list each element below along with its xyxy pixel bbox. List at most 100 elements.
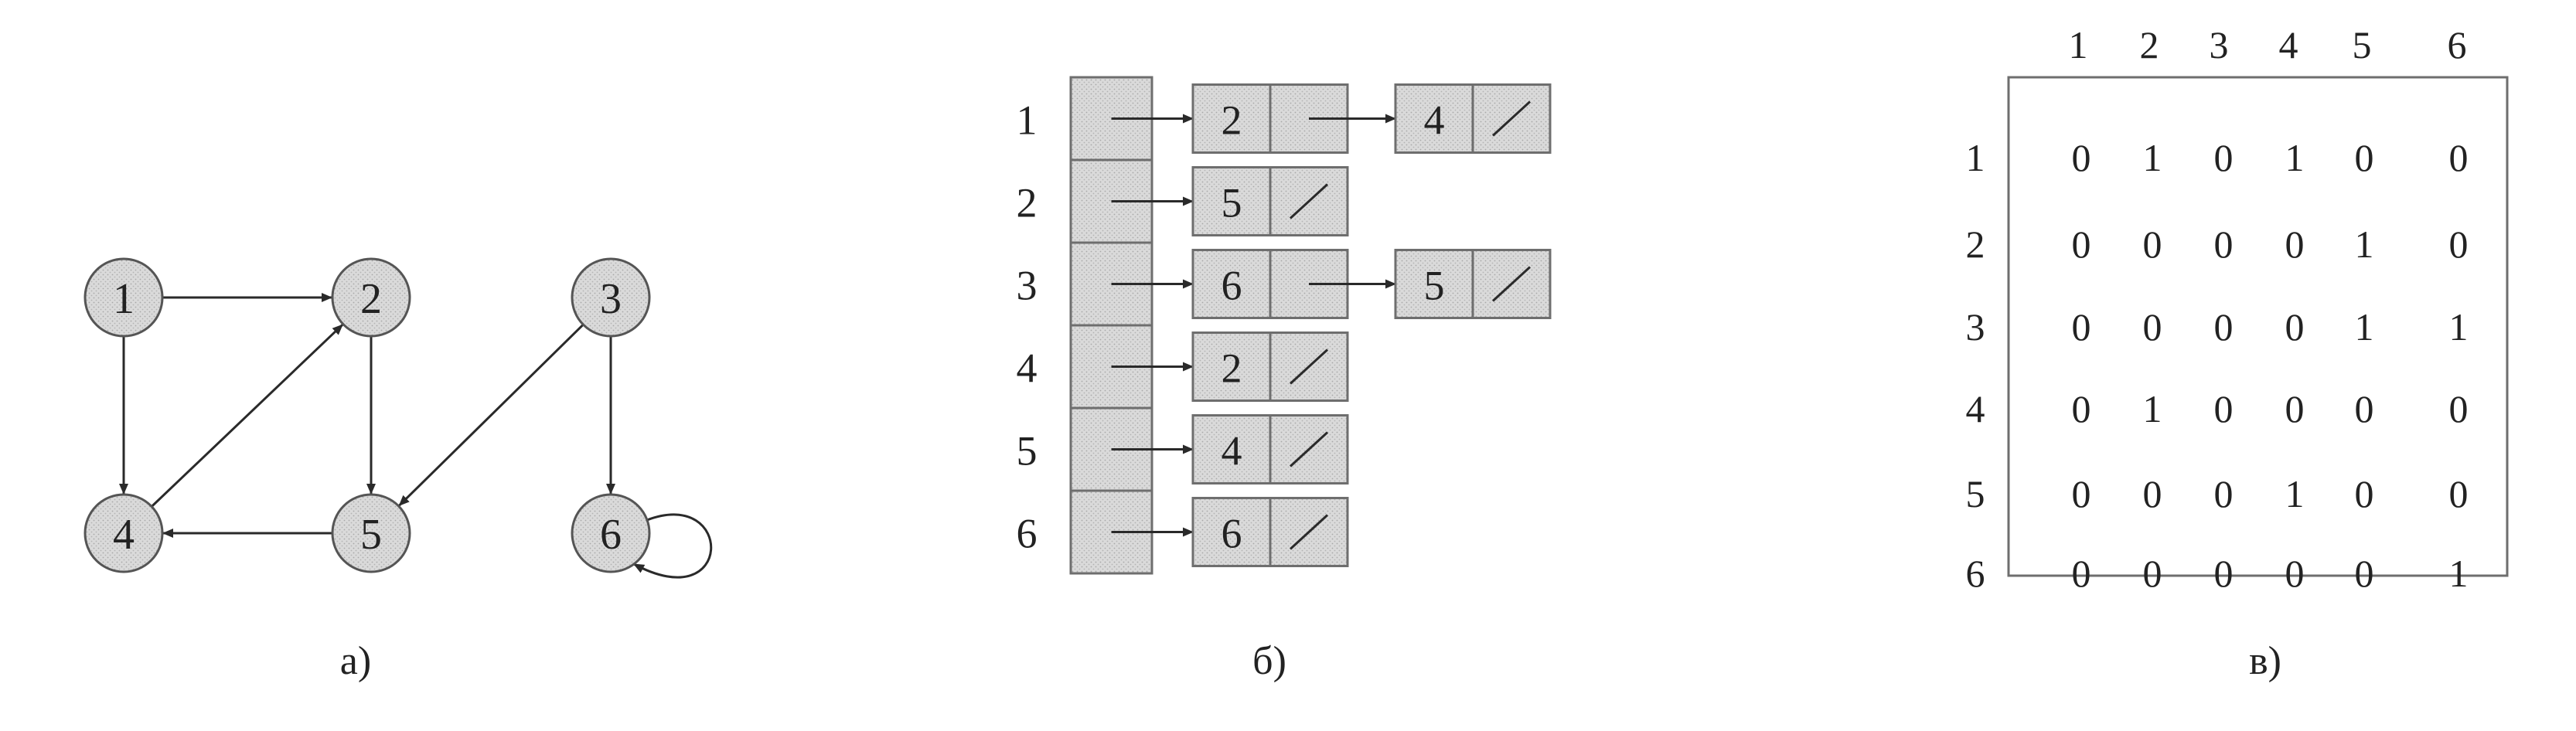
vertex-2-label: 2 [360,275,382,323]
matrix-cell: 0 [2072,387,2091,430]
matrix-cell: 0 [2214,387,2234,430]
list-node-key: 6 [1222,511,1242,557]
list-row-label: 1 [1017,97,1038,144]
matrix-row-label: 6 [1966,552,1985,595]
matrix-cell: 0 [2449,223,2469,266]
matrix-cell: 0 [2355,552,2374,595]
vertex-4-circle [83,493,164,573]
list-node-key: 2 [1222,345,1242,392]
matrix-cell: 0 [2355,136,2374,179]
matrix-cell: 0 [2449,387,2469,430]
list-row-label: 5 [1017,428,1038,474]
null-pointer-slash [1289,348,1329,385]
list-node: 5 [1191,166,1349,236]
vertex-4-label: 4 [113,511,135,559]
list-node: 2 [1191,332,1349,402]
matrix-cell: 0 [2285,387,2305,430]
matrix-cell: 0 [2285,223,2305,266]
matrix-cell: 0 [2285,305,2305,348]
vertex-1-label: 1 [113,275,135,323]
list-node-key-cell [1394,249,1474,319]
graph-caption: а) [340,639,371,683]
adjacency-matrix-caption: в) [2249,639,2281,683]
matrix-row-label: 1 [1966,136,1985,179]
vertex-5-label: 5 [360,511,382,559]
matrix-row-label: 3 [1966,305,1985,348]
matrix-cell: 1 [2285,136,2305,179]
matrix-cell: 0 [2214,305,2234,348]
matrix-frame [2007,76,2509,577]
matrix-column-label: 1 [2069,23,2088,66]
vertex-3-label: 3 [600,275,622,323]
matrix-row-label: 4 [1966,387,1985,430]
list-node-key: 6 [1222,263,1242,309]
matrix-cell: 0 [2143,223,2162,266]
list-node: 5 [1394,249,1552,319]
list-node: 4 [1191,414,1349,484]
self-loop-edge-6 [633,513,713,579]
list-node-key: 2 [1222,97,1242,144]
list-row-1: 1 2 4 [1017,76,1552,162]
matrix-cell: 1 [2355,305,2374,348]
list-node: 6 [1191,497,1349,567]
list-row-label: 6 [1017,511,1038,557]
matrix-cell: 0 [2214,223,2234,266]
matrix-column-label: 6 [2448,23,2467,66]
matrix-cell: 1 [2143,387,2162,430]
matrix-cell: 0 [2143,305,2162,348]
matrix-row-label: 2 [1966,223,1985,266]
matrix-cell: 0 [2449,472,2469,515]
matrix-cell: 0 [2072,472,2091,515]
list-row-label: 4 [1017,345,1038,392]
list-node-key-cell [1191,497,1272,567]
list-node-key-cell [1191,166,1272,236]
matrix-cell: 0 [2214,552,2234,595]
matrix-cell: 1 [2285,472,2305,515]
matrix-column-label: 4 [2279,23,2298,66]
matrix-cell: 0 [2285,552,2305,595]
null-pointer-slash [1289,183,1329,219]
vertex-6-label: 6 [600,511,622,559]
matrix-cell: 0 [2214,472,2234,515]
list-node-key-cell [1191,332,1272,402]
list-node-key: 4 [1222,428,1242,474]
matrix-column-label: 2 [2140,23,2159,66]
vertex-5-circle [331,493,411,573]
matrix-column-label: 3 [2210,23,2229,66]
null-pointer-slash [1289,514,1329,550]
matrix-cell: 0 [2355,387,2374,430]
matrix-cell: 0 [2072,305,2091,348]
list-node-next-cell [1471,249,1552,319]
matrix-cell: 1 [2355,223,2374,266]
matrix-cell: 1 [2449,305,2469,348]
list-node-key: 4 [1424,97,1445,144]
graph-nodes: 1 2 3 4 5 6 [83,257,651,573]
matrix-cell: 0 [2214,136,2234,179]
vertex-3-circle [571,257,651,338]
list-node-key: 5 [1424,263,1445,309]
graph-edges [119,293,713,579]
matrix-cell: 1 [2449,552,2469,595]
list-node-key-cell [1191,249,1272,319]
vertex-1-circle [83,257,164,338]
graph-panel: 1 2 3 4 5 6 а) [83,257,713,683]
matrix-cell: 0 [2072,136,2091,179]
vertex-6-circle [571,493,651,573]
list-node-key-cell [1191,414,1272,484]
null-pointer-slash [1491,100,1532,137]
matrix-cell: 0 [2143,552,2162,595]
list-node-key: 5 [1222,180,1242,226]
matrix-column-label: 5 [2353,23,2372,66]
list-row-label: 2 [1017,180,1038,226]
null-pointer-slash [1289,431,1329,468]
null-pointer-slash [1491,266,1532,302]
